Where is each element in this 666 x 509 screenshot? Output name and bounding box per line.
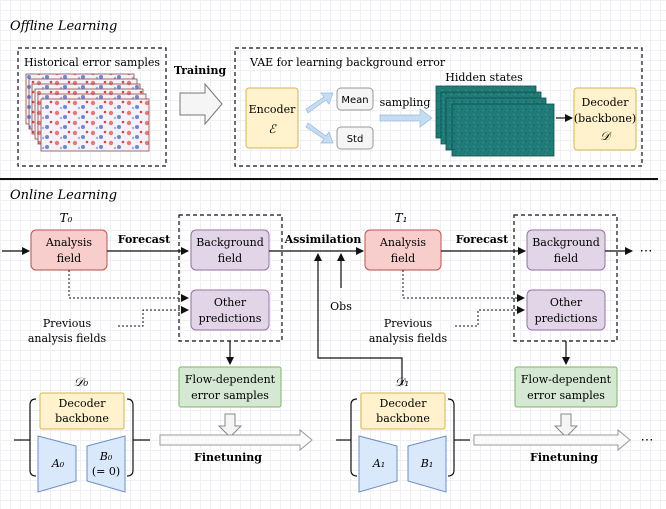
b0-note: (= 0) (92, 465, 120, 478)
lora-a1-block (358, 435, 398, 493)
flow-dependent-0-line2: error samples (191, 389, 269, 402)
lora-b0-block (86, 435, 126, 493)
d1-label: 𝒟₁ (395, 375, 409, 389)
std-box (336, 126, 374, 150)
a1-label: A₁ (372, 457, 385, 470)
encoder-to-std-arrow (305, 122, 334, 144)
sampling-label: sampling (380, 96, 431, 109)
other-predictions-1-line1: Other (550, 296, 583, 309)
offline-section-label: Offline Learning (10, 19, 117, 34)
historical-samples-label: Historical error samples (24, 56, 160, 69)
decoder-backbone-1-line1: Decoder (380, 397, 428, 410)
d1-bracket (336, 398, 470, 477)
encoder-symbol: ℰ (268, 122, 277, 136)
d0-bracket (14, 398, 150, 477)
other-predictions-0 (190, 289, 270, 331)
previous-analysis-1-line2: analysis fields (369, 332, 448, 345)
background-field-1 (526, 229, 606, 271)
flow-dependent-samples-0 (178, 366, 282, 408)
obs-label: Obs (330, 300, 352, 313)
decoder-backbone-0-line1: Decoder (59, 397, 107, 410)
flow-dependent-1-line2: error samples (527, 389, 605, 402)
analysis-1-to-other-dotted (402, 270, 525, 302)
previous-analysis-1-line1: Previous (384, 317, 433, 330)
encoder-to-mean-arrow (305, 92, 334, 114)
decoder-backbone-0-line2: backbone (55, 412, 109, 425)
forecast-label-1: Forecast (456, 233, 509, 246)
finetuning-label-1: Finetuning (530, 451, 598, 464)
assimilation-label: Assimilation (284, 233, 362, 246)
background-field-0-line1: Background (196, 236, 264, 249)
background-field-0 (190, 229, 270, 271)
encoder-label: Encoder (249, 103, 296, 116)
offline-decoder-line2: (backbone) (574, 112, 636, 125)
online-section-label: Online Learning (10, 188, 117, 203)
finetuning-arrow-1 (473, 428, 631, 452)
decoder-1-feedback-arrow (314, 253, 403, 385)
forecast-label-0: Forecast (118, 233, 171, 246)
decoder-backbone-1 (360, 392, 446, 430)
flow-dependent-1-line1: Flow-dependent (521, 373, 612, 386)
flow-1-down-arrow (553, 413, 579, 438)
t0-label: T₀ (60, 211, 73, 225)
std-label: Std (347, 134, 364, 145)
historical-heatmap-stack (25, 73, 150, 152)
analysis-field-0-line1: Analysis (45, 236, 92, 249)
previous-0-to-other-dotted (118, 306, 189, 327)
b0-label: B₀ (99, 450, 113, 463)
encoder-box (245, 87, 299, 149)
mean-box (336, 87, 374, 111)
previous-1-to-other-dotted (455, 306, 525, 327)
finetuning-arrow-0 (159, 428, 313, 452)
mean-label: Mean (341, 95, 368, 106)
flow-dependent-0-line1: Flow-dependent (185, 373, 276, 386)
analysis-field-1-line1: Analysis (379, 236, 426, 249)
t1-label: T₁ (395, 211, 408, 225)
lora-b1-block (407, 435, 447, 493)
continue-ellipsis: ⋯ (640, 244, 653, 259)
flow-dependent-samples-1 (514, 366, 618, 408)
flow-0-down-arrow (217, 413, 243, 438)
offline-decoder-box (573, 87, 637, 151)
offline-decoder-line1: Decoder (582, 96, 630, 109)
training-label: Training (174, 64, 227, 77)
d0-label: 𝒟₀ (74, 375, 89, 389)
decoder-backbone-0 (39, 392, 125, 430)
finetuning-label-0: Finetuning (194, 451, 262, 464)
offline-decoder-symbol: 𝒟 (600, 129, 612, 143)
decoder-backbone-1-line2: backbone (376, 412, 430, 425)
background-field-0-line2: field (218, 252, 242, 265)
other-predictions-1-line2: predictions (535, 312, 598, 325)
lora-a0-block (37, 435, 77, 493)
b1-label: B₁ (420, 457, 434, 470)
background-field-1-line1: Background (532, 236, 600, 249)
historical-samples-box (17, 47, 167, 167)
hidden-states-stack (435, 85, 555, 157)
training-arrow (179, 82, 223, 126)
analysis-field-1-line2: field (391, 252, 415, 265)
sampling-arrow (379, 108, 433, 128)
previous-analysis-0-line1: Previous (43, 317, 92, 330)
analysis-field-0-line2: field (57, 252, 81, 265)
hidden-states-label: Hidden states (445, 71, 523, 84)
background-field-1-line2: field (554, 252, 578, 265)
a0-label: A₀ (51, 457, 65, 470)
finetuning-ellipsis: ⋯ (641, 433, 654, 448)
other-predictions-0-line2: predictions (199, 312, 262, 325)
vae-label: VAE for learning background error (249, 56, 446, 69)
other-predictions-0-line1: Other (214, 296, 247, 309)
vae-box (234, 47, 643, 167)
other-predictions-1 (526, 289, 606, 331)
previous-analysis-0-line2: analysis fields (28, 332, 107, 345)
analysis-0-to-other-dotted (68, 270, 189, 302)
